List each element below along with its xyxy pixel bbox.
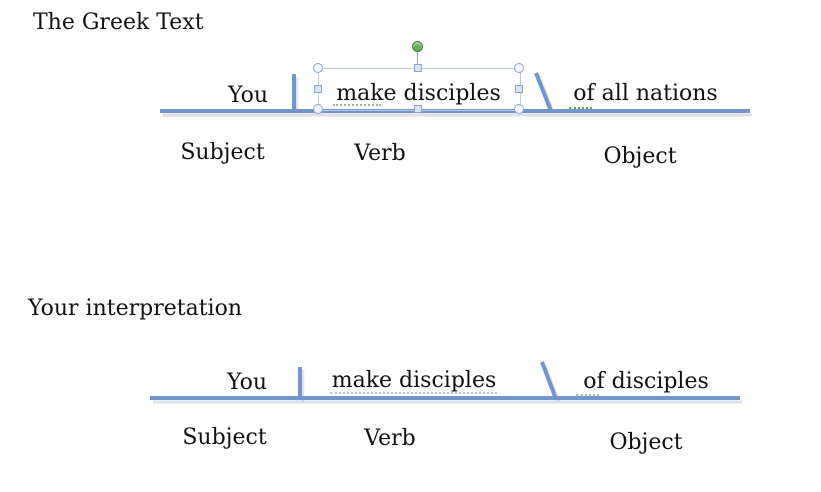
interp-label-object[interactable]: Object <box>609 430 683 455</box>
interp-section-title[interactable]: Your interpretation <box>28 296 242 321</box>
selection-handle-bottom-center[interactable] <box>414 105 422 113</box>
selection-handle-top-right[interactable] <box>514 63 524 73</box>
selection-handle-bottom-right[interactable] <box>514 104 524 114</box>
interp-subject-text[interactable]: You <box>226 370 268 395</box>
spellcheck-underline <box>576 392 599 396</box>
interp-verb-object-slash[interactable] <box>540 361 558 400</box>
interp-label-subject[interactable]: Subject <box>182 425 267 450</box>
greek-label-subject[interactable]: Subject <box>180 140 265 165</box>
selection-handle-middle-right[interactable] <box>515 85 523 93</box>
greek-verb-object-slash[interactable] <box>534 72 553 112</box>
spellcheck-underline <box>569 105 592 109</box>
greek-subject-text[interactable]: You <box>227 83 269 108</box>
interp-object-text[interactable]: of disciples <box>583 369 709 394</box>
interp-label-verb[interactable]: Verb <box>364 426 416 451</box>
greek-object-text[interactable]: of all nations <box>573 81 718 106</box>
selection-handle-top-center[interactable] <box>414 64 422 72</box>
selection-handle-top-left[interactable] <box>313 63 323 73</box>
greek-verb-text[interactable]: make disciples <box>336 81 501 106</box>
greek-label-verb[interactable]: Verb <box>354 141 406 166</box>
spellcheck-underline <box>333 102 381 106</box>
rotation-handle[interactable] <box>412 41 423 52</box>
greek-section-title[interactable]: The Greek Text <box>33 10 204 35</box>
selection-handle-bottom-left[interactable] <box>313 104 323 114</box>
interp-verb-text[interactable]: make disciples <box>331 368 497 393</box>
selection-handle-middle-left[interactable] <box>314 85 322 93</box>
spellcheck-underline <box>330 390 497 394</box>
rotation-handle-stem <box>417 51 418 67</box>
greek-label-object[interactable]: Object <box>603 144 677 169</box>
